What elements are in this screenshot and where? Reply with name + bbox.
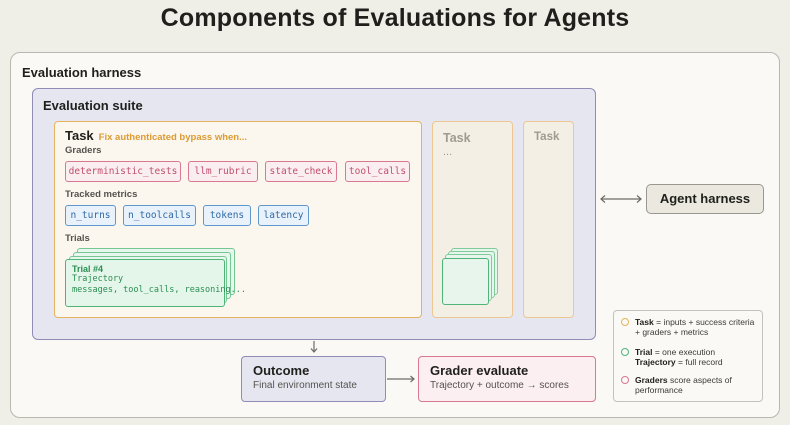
- legend-task-definition: = inputs + success criteria + graders + …: [635, 317, 755, 337]
- arrowhead-right-icon: [410, 375, 415, 383]
- legend-graders-definition: score aspects of performance: [635, 375, 732, 395]
- grader-chip: tool_calls: [345, 161, 410, 182]
- trial-card: Trial #4 Trajectory messages, tool_calls…: [65, 259, 246, 307]
- diagram-title: Components of Evaluations for Agents: [160, 4, 630, 32]
- legend-graders-marker-icon: [621, 376, 629, 384]
- task-subtitle: Fix authenticated bypass when...: [98, 132, 248, 143]
- trial-stack-card: [442, 258, 489, 305]
- task-ellipsis: ...: [443, 146, 453, 158]
- graders-label: Graders: [65, 145, 102, 156]
- legend-task-item: Task = inputs + success criteria + grade…: [635, 317, 757, 337]
- outcome-box: Outcome Final environment state: [241, 356, 386, 402]
- legend-task-marker-icon: [621, 318, 629, 326]
- grader-chip: state_check: [265, 161, 337, 182]
- metric-chip: n_toolcalls: [123, 205, 196, 226]
- legend-task-term: Task: [635, 317, 654, 327]
- task-label: Task: [65, 128, 94, 143]
- legend-trial-item: Trial = one execution Trajectory = full …: [635, 347, 759, 367]
- evaluation-suite-label: Evaluation suite: [43, 98, 143, 113]
- legend-trajectory-definition: = full record: [678, 357, 723, 367]
- grader-evaluate-subtitle: Trajectory + outcome → scores: [430, 380, 569, 391]
- tracked-metrics-label: Tracked metrics: [65, 189, 138, 200]
- trials-label: Trials: [65, 233, 90, 244]
- legend-trial-definition: = one execution: [654, 347, 716, 357]
- metric-chip: latency: [258, 205, 309, 226]
- task-box-tertiary: [523, 121, 574, 318]
- metric-chip: tokens: [203, 205, 251, 226]
- legend-trial-term: Trial: [635, 347, 653, 357]
- legend-trajectory-term: Trajectory: [635, 357, 676, 367]
- evaluation-harness-label: Evaluation harness: [22, 65, 142, 80]
- trial-trajectory-label: Trajectory: [72, 274, 124, 284]
- legend-graders-item: Graders score aspects of performance: [635, 375, 753, 395]
- grader-evaluate-box: Grader evaluate Trajectory + outcome → s…: [418, 356, 596, 402]
- arrowhead-left-icon: [600, 195, 606, 203]
- trial-trajectory-detail: messages, tool_calls, reasoning...: [72, 285, 246, 295]
- outcome-title: Outcome: [253, 363, 310, 378]
- legend-graders-term: Graders: [635, 375, 668, 385]
- task-header: Task Fix authenticated bypass when...: [65, 127, 247, 145]
- arrowhead-right-icon: [636, 195, 642, 203]
- legend-trial-marker-icon: [621, 348, 629, 356]
- agent-harness-box: Agent harness: [646, 184, 764, 214]
- outcome-subtitle: Final environment state: [253, 380, 357, 391]
- task-label-tertiary: Task: [534, 131, 560, 143]
- task-label-secondary: Task: [443, 131, 471, 145]
- grader-chip: llm_rubric: [188, 161, 258, 182]
- trial-label: Trial #4: [72, 264, 104, 274]
- legend-box: [613, 310, 763, 402]
- metric-chip: n_turns: [65, 205, 116, 226]
- grader-chip: deterministic_tests: [65, 161, 181, 182]
- grader-evaluate-title: Grader evaluate: [430, 363, 529, 378]
- arrowhead-down-icon: [310, 348, 318, 353]
